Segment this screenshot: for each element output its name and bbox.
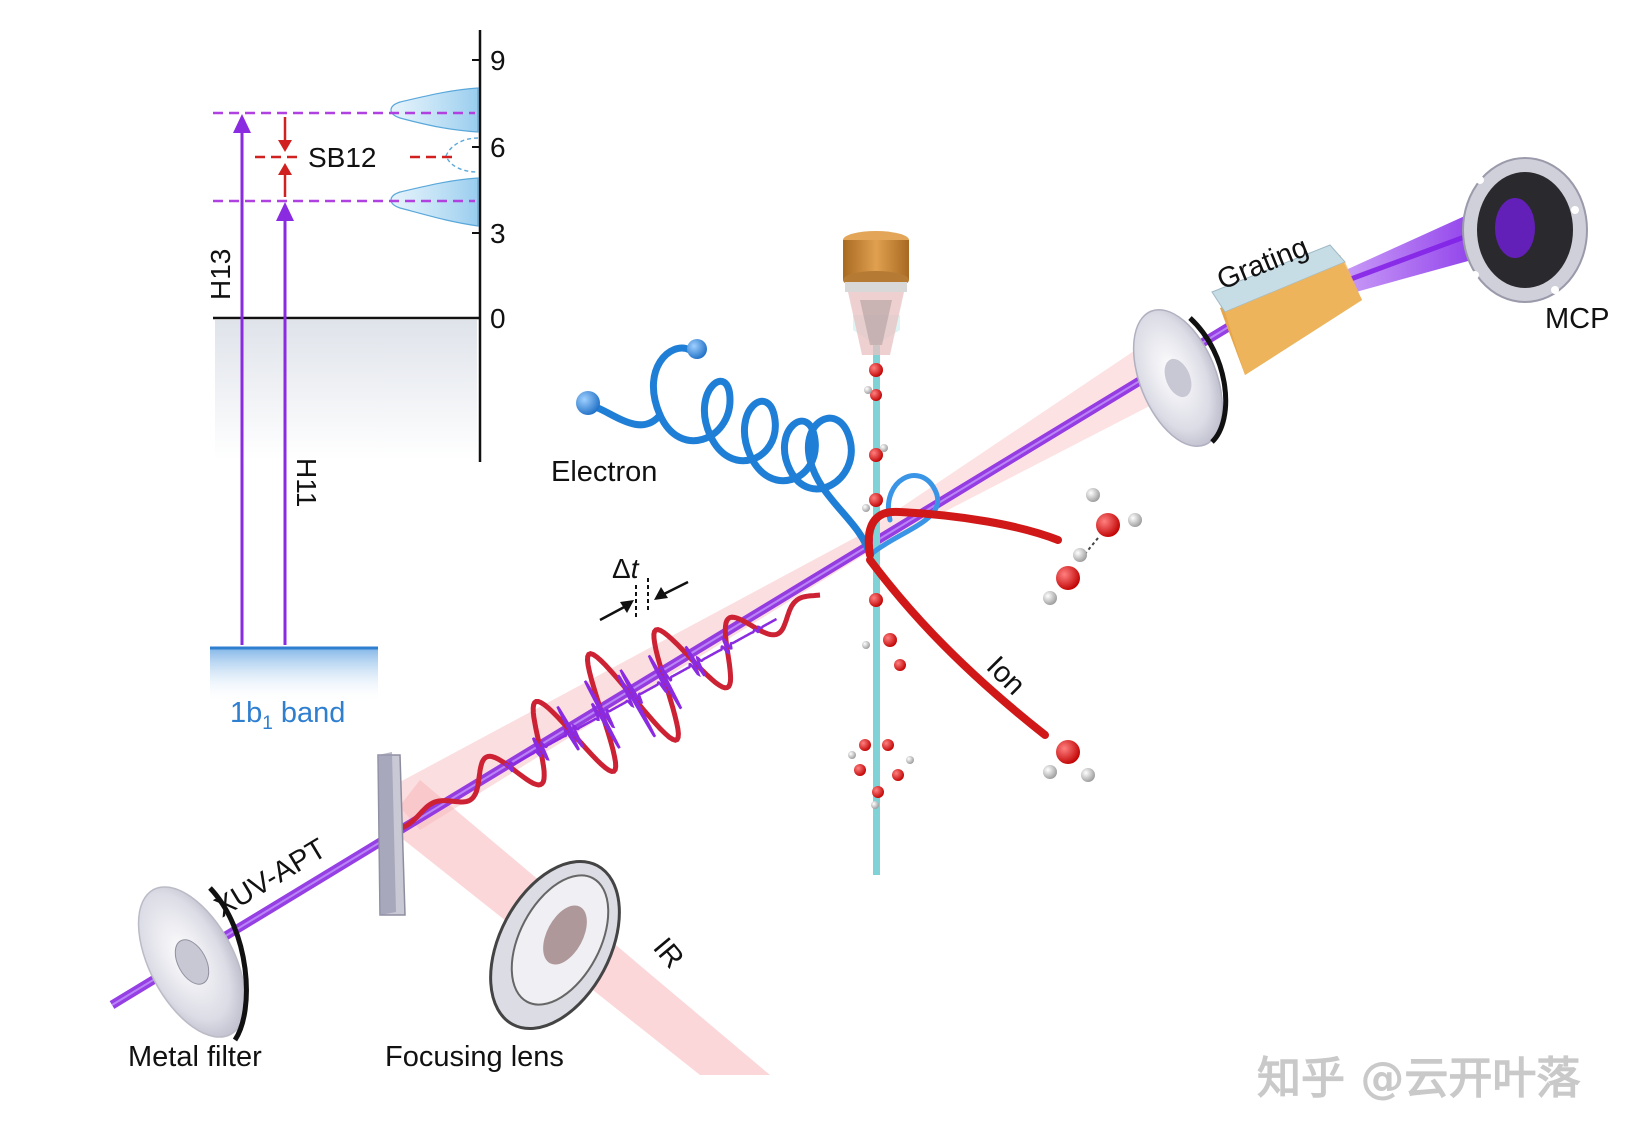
tick-label-6: 6 xyxy=(490,132,506,163)
watermark: 知乎 @云开叶落 xyxy=(1257,1053,1581,1104)
tick-label-3: 3 xyxy=(490,218,506,249)
band-label-suffix: band xyxy=(273,697,346,729)
sideband-label: SB12 xyxy=(308,142,377,173)
photoelectron-distribution xyxy=(390,87,479,227)
grating xyxy=(1211,244,1362,375)
metal-filter xyxy=(137,886,249,1042)
axis-ticks xyxy=(472,59,480,234)
ion-trajectories xyxy=(864,507,1062,739)
band-label-subscript: 1 xyxy=(262,713,273,734)
nozzle xyxy=(843,231,909,355)
continuum-shading xyxy=(215,320,477,460)
focusing-lens xyxy=(489,859,621,1031)
xuv-attosecond-pulse-train xyxy=(504,617,778,772)
harmonic-h11-label: H11 xyxy=(291,458,322,507)
energy-level-diagram: 9 6 3 0 SB12 H13 H11 1b xyxy=(205,30,506,734)
electron-trajectory xyxy=(576,339,940,559)
mcp-label: MCP xyxy=(1545,303,1609,335)
aperture-disc xyxy=(1132,308,1229,448)
ion-label: Ion xyxy=(980,650,1031,701)
split-mirror xyxy=(377,752,406,916)
tick-label-9: 9 xyxy=(490,45,506,76)
harmonic-h13-label: H13 xyxy=(205,249,236,300)
harmonic-arrows xyxy=(233,114,294,645)
delay-indicator xyxy=(599,578,689,622)
focusing-lens-label: Focusing lens xyxy=(385,1041,564,1073)
band-fill xyxy=(210,648,378,703)
mcp-detector xyxy=(1462,157,1588,303)
delay-symbol: Δ xyxy=(612,553,631,584)
band-label-main: 1b xyxy=(230,697,262,729)
tick-label-0: 0 xyxy=(490,303,506,334)
metal-filter-label: Metal filter xyxy=(128,1041,262,1073)
delay-label: Δt xyxy=(612,553,640,584)
water-molecules xyxy=(848,363,1142,809)
band-label: 1b1 band xyxy=(230,697,345,734)
ir-beam-label: IR xyxy=(647,932,690,975)
electron-label: Electron xyxy=(551,456,657,488)
ir-photon-arrows xyxy=(278,117,292,197)
delay-variable: t xyxy=(631,553,640,584)
